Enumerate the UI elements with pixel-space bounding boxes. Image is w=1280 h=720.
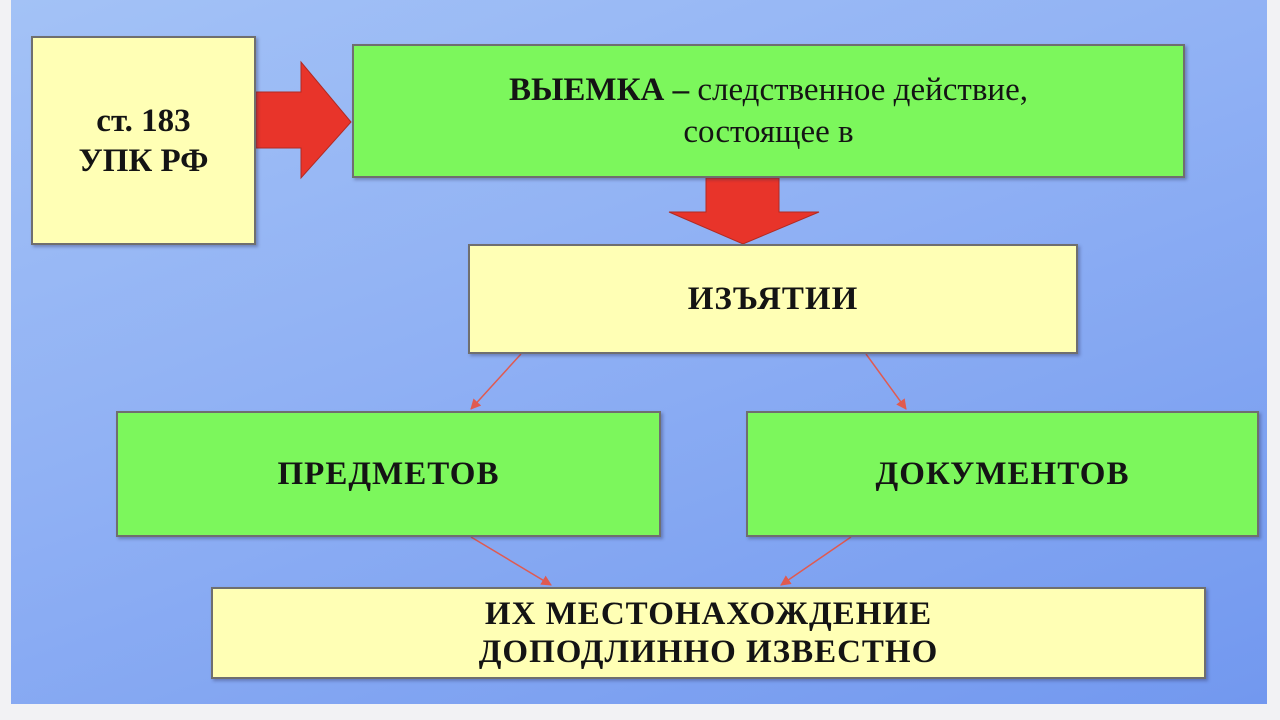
- items-box: ПРЕДМЕТОВ: [116, 411, 661, 537]
- connector-items-to-location: [470, 536, 552, 586]
- definition-line-1: ВЫЕМКА – следственное действие,: [509, 69, 1028, 111]
- seizure-box: ИЗЪЯТИИ: [468, 244, 1078, 354]
- seizure-label: ИЗЪЯТИИ: [687, 280, 859, 317]
- documents-box: ДОКУМЕНТОВ: [746, 411, 1259, 537]
- article-code: УПК РФ: [78, 142, 209, 179]
- definition-term: ВЫЕМКА –: [509, 72, 690, 108]
- article-number: ст. 183: [96, 102, 191, 139]
- connector-documents-to-location: [780, 536, 852, 586]
- slide: ст. 183 УПК РФ ВЫЕМКА – следственное дей…: [11, 0, 1267, 704]
- location-line-2: ДОПОДЛИННО ИЗВЕСТНО: [478, 634, 939, 670]
- definition-line-2: состоящее в: [683, 114, 854, 150]
- connector-seizure-to-items: [470, 353, 522, 410]
- arrow-definition-to-seizure: [668, 177, 820, 245]
- location-box: ИХ МЕСТОНАХОЖДЕНИЕ ДОПОДЛИННО ИЗВЕСТНО: [211, 587, 1206, 679]
- article-box: ст. 183 УПК РФ: [31, 36, 256, 245]
- items-label: ПРЕДМЕТОВ: [277, 455, 500, 492]
- documents-label: ДОКУМЕНТОВ: [875, 455, 1130, 492]
- location-line-1: ИХ МЕСТОНАХОЖДЕНИЕ: [484, 596, 933, 632]
- connector-seizure-to-documents: [865, 353, 907, 410]
- arrow-article-to-definition: [255, 60, 352, 180]
- definition-text: следственное действие,: [689, 72, 1028, 108]
- definition-box: ВЫЕМКА – следственное действие, состояще…: [352, 44, 1185, 178]
